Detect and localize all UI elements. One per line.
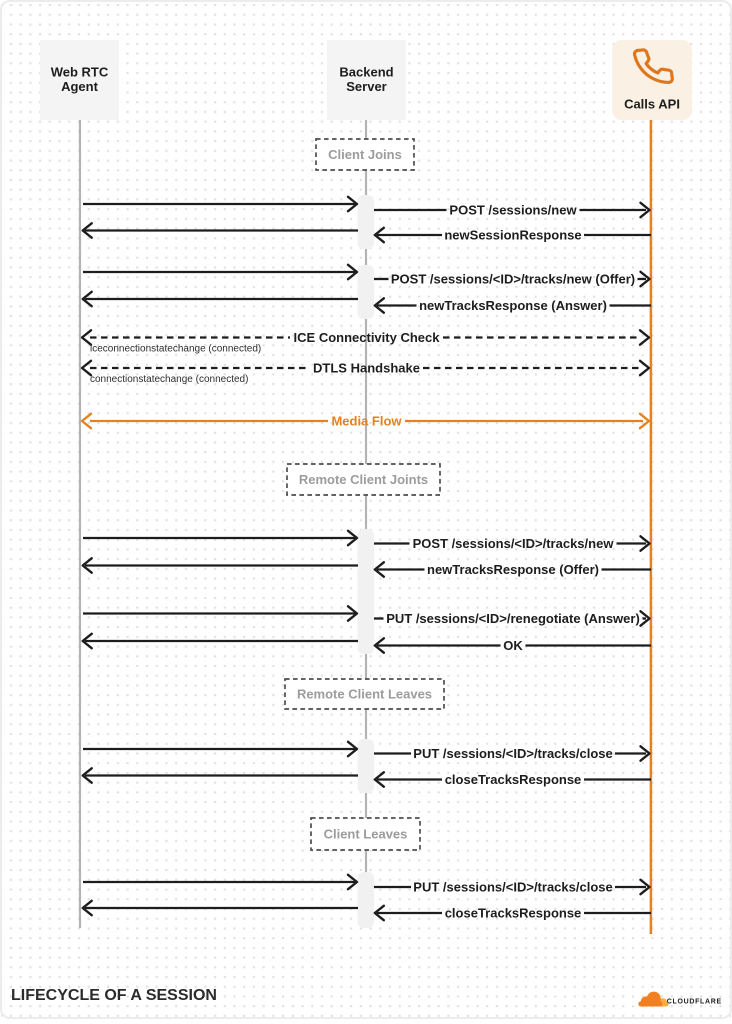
svg-text:Backend: Backend <box>339 65 393 80</box>
svg-text:Remote Client Leaves: Remote Client Leaves <box>297 687 432 702</box>
svg-text:closeTracksResponse: closeTracksResponse <box>445 906 582 921</box>
svg-text:POST /sessions/new: POST /sessions/new <box>449 203 577 218</box>
svg-text:CLOUDFLARE: CLOUDFLARE <box>667 998 722 1005</box>
svg-text:newTracksResponse (Offer): newTracksResponse (Offer) <box>427 562 599 577</box>
svg-text:newTracksResponse (Answer): newTracksResponse (Answer) <box>419 298 607 313</box>
svg-text:Server: Server <box>346 79 386 94</box>
svg-text:Remote Client Joints: Remote Client Joints <box>299 472 428 487</box>
svg-text:Media Flow: Media Flow <box>331 414 402 429</box>
svg-text:LIFECYCLE OF A SESSION: LIFECYCLE OF A SESSION <box>11 987 217 1004</box>
svg-text:PUT /sessions/<ID>/tracks/clos: PUT /sessions/<ID>/tracks/close <box>413 746 612 761</box>
svg-text:closeTracksResponse: closeTracksResponse <box>445 772 582 787</box>
svg-text:newSessionResponse: newSessionResponse <box>444 228 581 243</box>
svg-text:PUT /sessions/<ID>/renegotiate: PUT /sessions/<ID>/renegotiate (Answer) <box>386 611 640 626</box>
svg-text:Agent: Agent <box>61 79 99 94</box>
svg-text:iceconnectionstatechange (conn: iceconnectionstatechange (connected) <box>90 344 261 355</box>
svg-text:Calls API: Calls API <box>624 97 680 112</box>
svg-text:POST /sessions/<ID>/tracks/new: POST /sessions/<ID>/tracks/new <box>413 536 615 551</box>
svg-text:Web RTC: Web RTC <box>51 65 109 80</box>
svg-text:DTLS Handshake: DTLS Handshake <box>313 361 420 376</box>
svg-text:Client Joins: Client Joins <box>328 147 402 162</box>
svg-text:PUT /sessions/<ID>/tracks/clos: PUT /sessions/<ID>/tracks/close <box>413 880 612 895</box>
svg-text:OK: OK <box>503 638 523 653</box>
svg-text:POST /sessions/<ID>/tracks/new: POST /sessions/<ID>/tracks/new (Offer) <box>391 272 635 287</box>
svg-text:Client Leaves: Client Leaves <box>324 827 408 842</box>
svg-text:connectionstatechange (connect: connectionstatechange (connected) <box>90 374 248 385</box>
svg-text:ICE Connectivity Check: ICE Connectivity Check <box>294 330 441 345</box>
